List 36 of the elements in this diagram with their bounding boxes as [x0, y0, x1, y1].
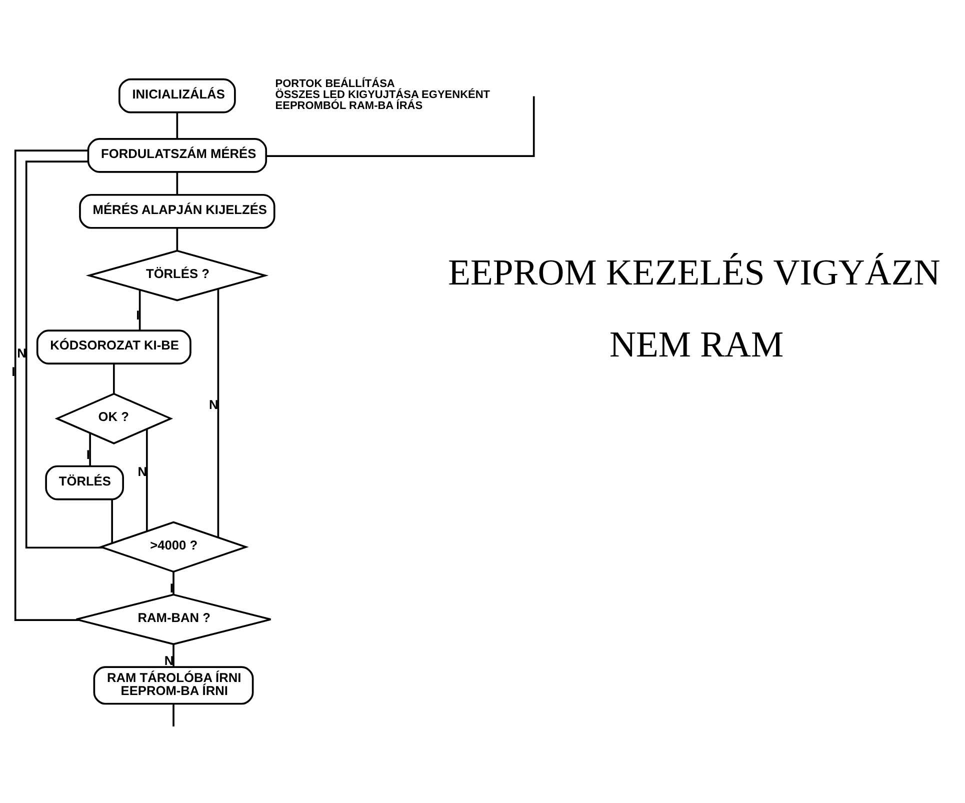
connector — [89, 433, 91, 466]
connector — [25, 160, 103, 549]
connector — [112, 364, 115, 394]
label: EEPROM KEZELÉS VIGYÁZN — [448, 252, 940, 293]
node-diamond: TÖRLÉS ? — [86, 250, 269, 302]
node-box: FORDULATSZÁM MÉRÉS — [87, 138, 268, 173]
node-box: RAM TÁROLÓBA ÍRNI EEPROM-BA ÍRNI — [93, 666, 254, 705]
connector — [172, 704, 174, 726]
node-label: ÖSSZES LED KIGYUJTÁSA EGYENKÉNT — [275, 89, 490, 102]
node-label: EEPROMBÓL RAM-BA ÍRÁS — [275, 100, 423, 112]
connector — [176, 228, 178, 251]
node-box: MÉRÉS ALAPJÁN KIJELZÉS — [79, 194, 276, 229]
connector — [176, 112, 178, 139]
connector — [217, 289, 220, 538]
connector — [138, 290, 141, 330]
node-label: PORTOK BEÁLLÍTÁSA — [275, 78, 395, 90]
node-diamond: OK ? — [54, 392, 174, 444]
node-box: KÓDSOROZAT KI-BE — [36, 330, 192, 364]
node-diamond: >4000 ? — [98, 521, 249, 573]
connector — [266, 96, 535, 158]
edge-label: I — [136, 308, 140, 323]
node-box: TÖRLÉS — [45, 465, 124, 500]
label: NEM RAM — [609, 323, 784, 364]
edge-label: I — [170, 580, 174, 596]
connector — [14, 150, 88, 621]
edge-label: N — [209, 396, 218, 412]
node-diamond: RAM-BAN ? — [75, 594, 272, 646]
connector — [146, 429, 148, 532]
edge-label: N — [138, 464, 148, 479]
edge-label: N — [17, 346, 26, 361]
edge-label: I — [86, 447, 90, 462]
connector — [176, 172, 178, 195]
edge-label: I — [12, 364, 16, 380]
connector — [172, 572, 174, 594]
node-box: INICIALIZÁLÁS — [118, 78, 236, 114]
connector — [111, 499, 113, 543]
